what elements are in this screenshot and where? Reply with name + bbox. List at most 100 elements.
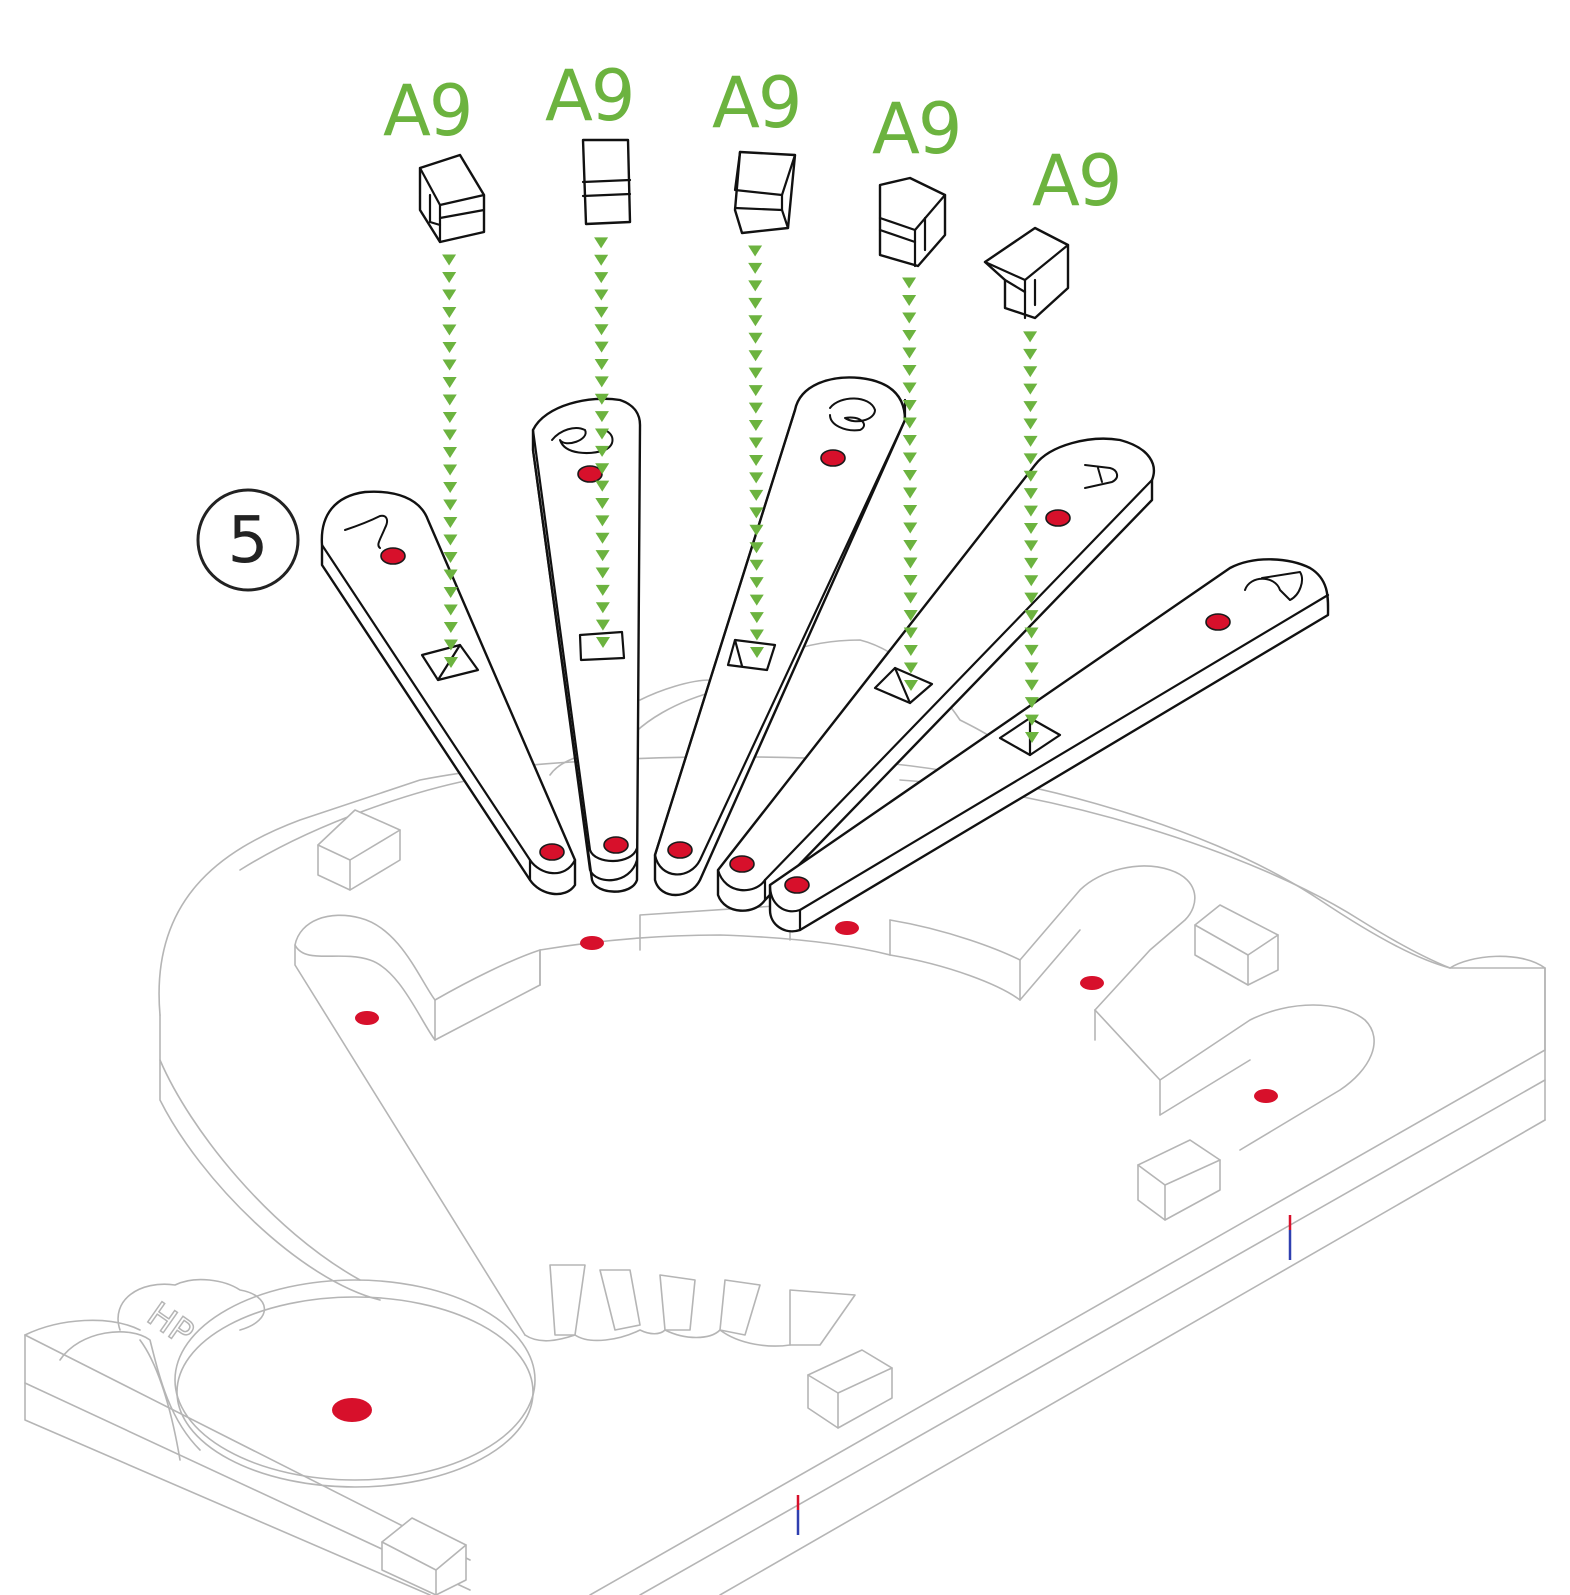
insertion-arrow-chevron [903,505,918,516]
insertion-arrow-chevron [904,680,918,691]
insertion-arrow-chevron [1023,401,1038,413]
arm-3 [653,376,907,897]
insertion-arrow-chevron [749,524,764,536]
insertion-arrow-chevron [1024,557,1039,569]
insertion-arrow-chevron [442,342,457,353]
insertion-arrow-chevron [442,272,457,283]
arm-3-square-socket [726,638,777,672]
insertion-arrow-chevron [1023,435,1038,447]
arm-3-number [829,397,876,432]
insertion-arrow-chevron [1023,505,1038,517]
insertion-arrow-chevron [1024,714,1039,726]
base-hole [1254,1089,1278,1103]
insertion-arrow-chevron [1023,488,1038,500]
arm-4-top-hole [1045,509,1071,527]
insertion-arrow-chevron [902,330,917,341]
insertion-arrow-chevron [902,312,917,324]
insertion-arrow-chevron [1024,540,1039,552]
arm-3-top-hole [820,449,846,467]
insertion-arrow-chevron [442,394,457,406]
insertion-arrow-chevron [1024,523,1038,534]
insertion-arrow-chevron [902,435,917,446]
insertion-arrow-chevron [748,262,763,274]
insertion-arrow-chevron [443,622,458,633]
peg-3 [733,150,797,235]
insertion-arrow-chevron [1024,610,1039,622]
insertion-arrow-chevron [748,245,763,257]
base-block-5 [381,1517,467,1595]
insertion-arrow-chevron [750,647,764,658]
peg-2 [581,138,632,226]
insertion-arrow-chevron [443,447,457,458]
insertion-arrow-chevron [748,402,763,414]
insertion-arrow-chevron [596,637,610,648]
arm-2-square-socket [578,630,626,662]
insertion-arrow-chevron [595,428,609,440]
insertion-arrow-chevron [443,499,458,511]
insertion-arrow-chevron [443,587,458,598]
peg-1 [418,153,486,244]
insertion-arrow-chevron [594,393,609,405]
insertion-arrow-chevron [595,480,610,492]
insertion-arrow-chevron [902,277,917,289]
insertion-arrow-chevron [749,612,764,624]
arm-5 [768,558,1330,933]
insertion-arrow-chevron [594,306,609,318]
insertion-arrow-chevron [1024,662,1039,674]
insertion-arrow-chevron [595,515,610,527]
insertion-arrow-chevron [594,254,609,266]
insertion-arrow-chevron [443,517,458,528]
arm-4 [716,437,1156,912]
insertion-arrow-chevron [594,237,609,249]
insertion-arrow-chevron [595,619,610,631]
insertion-arrow-chevron [443,534,458,546]
arm-5-top-hole [1205,613,1231,631]
insertion-arrow-chevron [1024,592,1039,604]
part-label-5: A9 [1032,140,1120,222]
insertion-arrow-chevron [1023,383,1038,395]
insertion-arrow-chevron [443,639,458,651]
insertion-arrow-chevron [749,437,763,449]
insertion-arrow-chevron [1024,575,1039,587]
arm-2-top-hole [577,465,603,483]
insertion-arrow-chevron [748,280,763,292]
peg-4 [878,176,947,268]
step-number: 5 [228,504,269,578]
arm-1 [320,490,577,896]
insertion-arrow-chevron [594,359,609,370]
insertion-arrow-chevron [443,464,458,476]
part-label-2: A9 [545,55,633,137]
insertion-arrow-chevron [442,254,457,266]
insertion-arrow-chevron [1023,348,1038,360]
base-engraving-text: HP [140,1295,201,1354]
insertion-arrow-chevron [595,602,610,614]
peg-5 [983,226,1070,320]
insertion-arrow-chevron [443,569,458,581]
insertion-arrow-chevron [595,532,610,544]
insertion-arrow-chevron [903,522,918,534]
insertion-arrow-chevron [1023,366,1038,378]
step-number-badge: 5 [196,488,300,592]
insertion-arrow-chevron [595,463,610,475]
insertion-arrow-chevron [442,289,457,301]
insertion-arrows [442,237,1039,743]
insertion-arrow-chevron [903,610,918,621]
insertion-arrow-chevron [594,324,609,336]
insertion-arrow-chevron [595,550,610,562]
insertion-arrow-chevron [748,385,763,397]
insertion-arrow-chevron [748,297,763,309]
insertion-arrow-chevron [903,557,918,569]
insertion-arrow-chevron [902,382,917,394]
base-block-1 [317,809,401,891]
base-block-4 [807,1349,893,1429]
insertion-arrow-chevron [1024,679,1039,691]
insertion-arrow-chevron [902,347,917,359]
insertion-arrow-chevron [749,454,764,466]
insertion-arrow-chevron [903,662,918,674]
insertion-arrow-chevron [748,367,763,379]
insertion-arrow-chevron [1024,697,1039,709]
arm-4-number [1084,464,1118,489]
base-hole [580,936,604,950]
insertion-arrow-chevron [749,507,764,519]
